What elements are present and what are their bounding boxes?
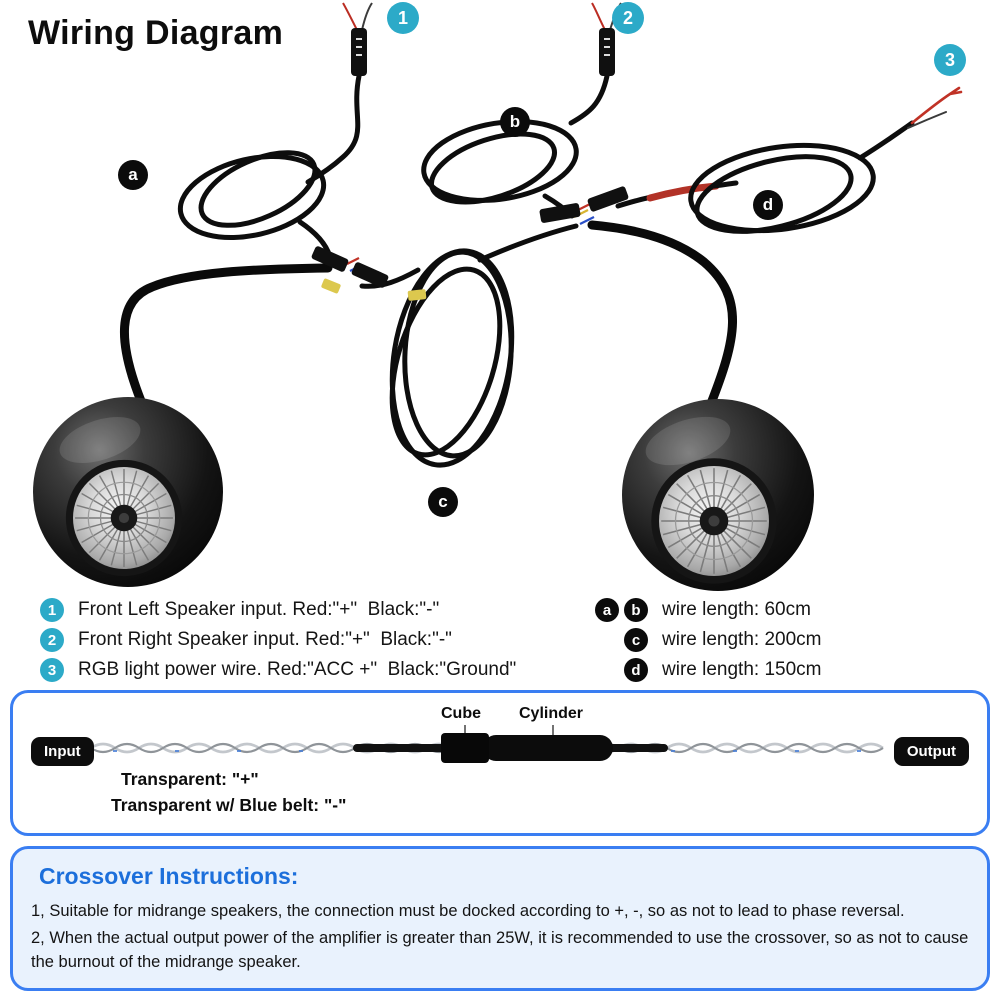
cable-c (359, 223, 579, 468)
callout-2-label: 2 (622, 7, 633, 28)
legend-badge-slot-d: d (592, 658, 648, 682)
legend-text-ab: wire length: 60cm (662, 599, 811, 620)
crossover-component (353, 725, 668, 763)
legend-left-column: 1 Front Left Speaker input. Red:"+" Blac… (40, 598, 592, 682)
legend-item-c: c wire length: 200cm (592, 628, 821, 652)
transparent-plus-note: Transparent: "+" (121, 769, 259, 789)
legend-text-2: Front Right Speaker input. Red:"+" Black… (78, 629, 452, 650)
left-speaker-cable (119, 263, 333, 411)
left-speaker-connectors (311, 246, 427, 301)
callout-3-badge: 3 (934, 44, 966, 76)
output-label: Output (893, 737, 969, 766)
callout-1-label: 1 (397, 7, 408, 28)
wire-tag-c: c (428, 487, 458, 517)
splitter-connectors (539, 186, 629, 225)
wire-tag-d-label: d (762, 195, 774, 214)
legend-text-d: wire length: 150cm (662, 659, 822, 680)
right-speaker-cable (587, 220, 737, 411)
page-title: Wiring Diagram (28, 14, 284, 52)
wire-tag-d: d (753, 190, 783, 220)
cube-label: Cube (441, 705, 481, 722)
transparent-minus-note: Transparent w/ Blue belt: "-" (111, 795, 347, 815)
instruction-line-1: 1, Suitable for midrange speakers, the c… (31, 902, 905, 920)
legend-item-1: 1 Front Left Speaker input. Red:"+" Blac… (40, 598, 592, 622)
cylinder-label: Cylinder (519, 705, 584, 722)
crossover-panel: Input Output Cube Cylinder Transparent: … (10, 690, 990, 836)
cable-b (421, 73, 610, 219)
instructions-panel: Crossover Instructions: 1, Suitable for … (10, 846, 990, 991)
legend-badge-d: d (624, 658, 648, 682)
instruction-line-2: 2, When the actual output power of the a… (31, 928, 969, 971)
diagram-canvas (33, 2, 963, 591)
legend-text-1: Front Left Speaker input. Red:"+" Black:… (78, 599, 440, 620)
wire-tag-a-label: a (128, 165, 138, 184)
legend-item-3: 3 RGB light power wire. Red:"ACC +" Blac… (40, 658, 592, 682)
legend-item-2: 2 Front Right Speaker input. Red:"+" Bla… (40, 628, 592, 652)
input-label: Input (31, 737, 94, 766)
legend-text-3: RGB light power wire. Red:"ACC +" Black:… (78, 659, 517, 680)
legend-badge-b: b (624, 598, 648, 622)
legend-badge-slot-c: c (592, 628, 648, 652)
callout-1-badge: 1 (387, 2, 419, 34)
legend-text-c: wire length: 200cm (662, 629, 822, 650)
cable-d (615, 86, 963, 234)
wire-tag-b-label: b (509, 112, 521, 131)
legend-badge-c: c (624, 628, 648, 652)
wiring-diagram-stage: Wiring Diagram (28, 2, 966, 591)
cable-a (177, 73, 362, 265)
legend-badge-2: 2 (40, 628, 64, 652)
wire-tag-a: a (118, 160, 148, 190)
right-speaker (622, 399, 814, 591)
legend-badge-a: a (595, 598, 619, 622)
wire-tag-b: b (500, 107, 530, 137)
legend-item-ab: a b wire length: 60cm (592, 598, 821, 622)
legend: 1 Front Left Speaker input. Red:"+" Blac… (0, 592, 1000, 682)
legend-badge-3: 3 (40, 658, 64, 682)
legend-badge-slot-ab: a b (592, 598, 648, 622)
callout-2-badge: 2 (612, 2, 644, 34)
left-speaker (33, 397, 223, 587)
legend-item-d: d wire length: 150cm (592, 658, 821, 682)
instructions-heading: Crossover Instructions: (39, 863, 299, 889)
crossover-graphic (90, 725, 884, 763)
legend-right-column: a b wire length: 60cm c wire length: 200… (592, 598, 821, 682)
wire-tag-c-label: c (438, 492, 448, 511)
legend-badge-1: 1 (40, 598, 64, 622)
connector-1 (342, 2, 373, 76)
callout-3-label: 3 (944, 49, 955, 70)
